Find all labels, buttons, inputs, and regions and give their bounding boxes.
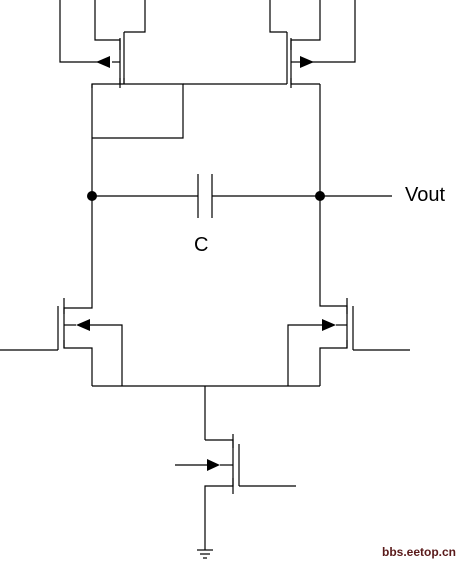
pmos-left [91, 0, 146, 88]
node-left [87, 191, 97, 201]
top-supply-loop [59, 0, 356, 63]
rails [91, 84, 321, 300]
compensation-capacitor [92, 174, 392, 218]
nmos-right-arrow [322, 319, 336, 331]
pmos-gate-bias [92, 83, 287, 139]
ground-symbol [197, 549, 213, 559]
nmos-right-input [287, 298, 410, 386]
watermark: bbs.eetop.cn [382, 545, 456, 559]
capacitor-label: C [194, 234, 208, 256]
vout-label: Vout [405, 184, 445, 206]
nmos-tail [175, 434, 296, 550]
node-vout [315, 191, 325, 201]
nmos-left-input [0, 298, 123, 386]
nmos-left-arrow [76, 319, 90, 331]
pmos-right [269, 0, 321, 88]
pmos-left-arrow [96, 56, 110, 68]
pmos-right-arrow [300, 56, 314, 68]
nmos-tail-arrow [207, 459, 220, 471]
